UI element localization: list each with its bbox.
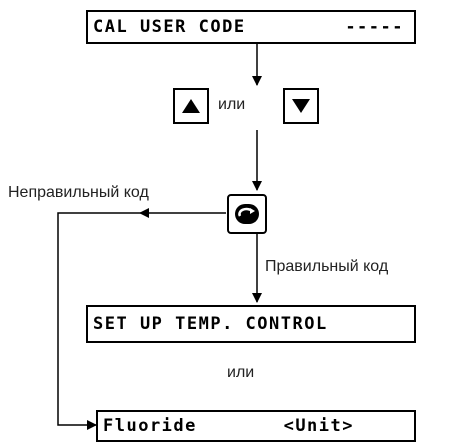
display-cal-user-code: CAL USER CODE ----- [86,10,416,44]
correct-code-label: Правильный код [265,258,389,275]
connector-wrong-code-loop [57,212,140,430]
or-label-keys: или [218,96,246,113]
triangle-down-icon [292,99,310,113]
display-cal-user-code-text: CAL USER CODE [93,17,246,37]
display-fluoride-text: Fluoride [103,416,197,436]
display-fluoride-unit: <Unit> [283,416,354,436]
down-key-button[interactable] [283,88,319,124]
wrong-code-label: Неправильный код [8,184,149,201]
triangle-up-icon [182,99,200,113]
or-label-displays: или [227,364,255,381]
circular-arrows-icon [235,204,259,224]
display-fluoride: Fluoride <Unit> [96,410,416,442]
display-setup-temp-control: SET UP TEMP. CONTROL [86,305,416,343]
display-setup-temp-control-text: SET UP TEMP. CONTROL [93,314,328,334]
up-key-button[interactable] [173,88,209,124]
display-cal-user-code-value: ----- [345,17,404,37]
enter-key-button[interactable] [227,194,267,234]
